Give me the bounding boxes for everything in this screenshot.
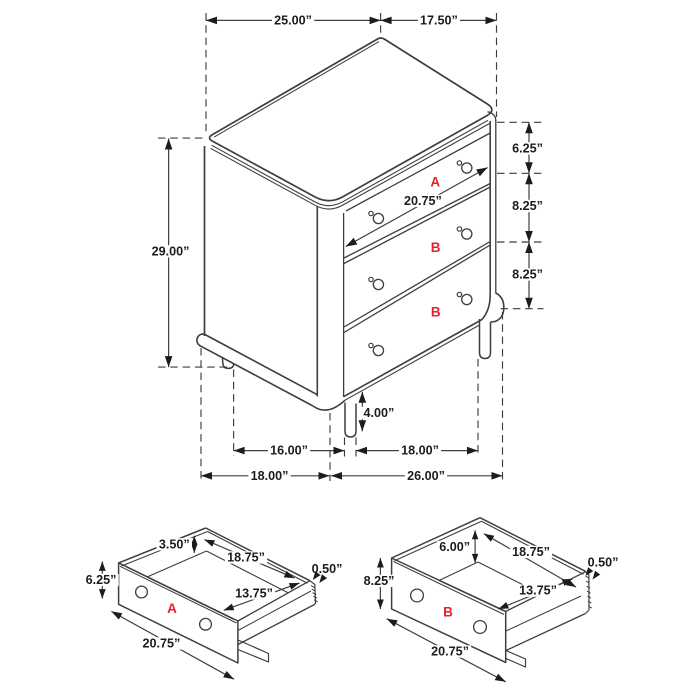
svg-text:26.00”: 26.00” — [407, 469, 445, 483]
svg-text:0.50”: 0.50” — [312, 562, 343, 576]
svg-text:4.00”: 4.00” — [363, 406, 394, 420]
svg-text:29.00”: 29.00” — [152, 244, 190, 258]
svg-text:20.75”: 20.75” — [431, 645, 469, 659]
svg-text:B: B — [431, 304, 441, 319]
svg-text:16.00”: 16.00” — [270, 444, 308, 458]
svg-text:20.75”: 20.75” — [142, 637, 180, 651]
svg-text:6.25”: 6.25” — [512, 142, 543, 156]
svg-text:17.50”: 17.50” — [420, 13, 458, 27]
svg-text:18.75”: 18.75” — [512, 545, 550, 559]
svg-text:8.25”: 8.25” — [364, 574, 395, 588]
svg-text:B: B — [431, 240, 441, 255]
svg-text:6.00”: 6.00” — [439, 540, 470, 554]
svg-text:6.25”: 6.25” — [86, 573, 117, 587]
svg-text:25.00”: 25.00” — [274, 13, 312, 27]
svg-text:18.00”: 18.00” — [251, 469, 289, 483]
svg-text:13.75”: 13.75” — [235, 587, 273, 601]
svg-text:8.25”: 8.25” — [512, 268, 543, 282]
svg-text:8.25”: 8.25” — [512, 199, 543, 213]
svg-text:A: A — [430, 174, 440, 189]
svg-text:13.75”: 13.75” — [519, 584, 557, 598]
svg-text:3.50”: 3.50” — [159, 537, 190, 551]
svg-text:B: B — [443, 605, 453, 620]
svg-text:18.00”: 18.00” — [401, 444, 439, 458]
svg-text:18.75”: 18.75” — [227, 551, 265, 565]
svg-text:A: A — [167, 601, 177, 616]
svg-text:0.50”: 0.50” — [588, 555, 619, 569]
svg-text:20.75”: 20.75” — [404, 194, 442, 208]
